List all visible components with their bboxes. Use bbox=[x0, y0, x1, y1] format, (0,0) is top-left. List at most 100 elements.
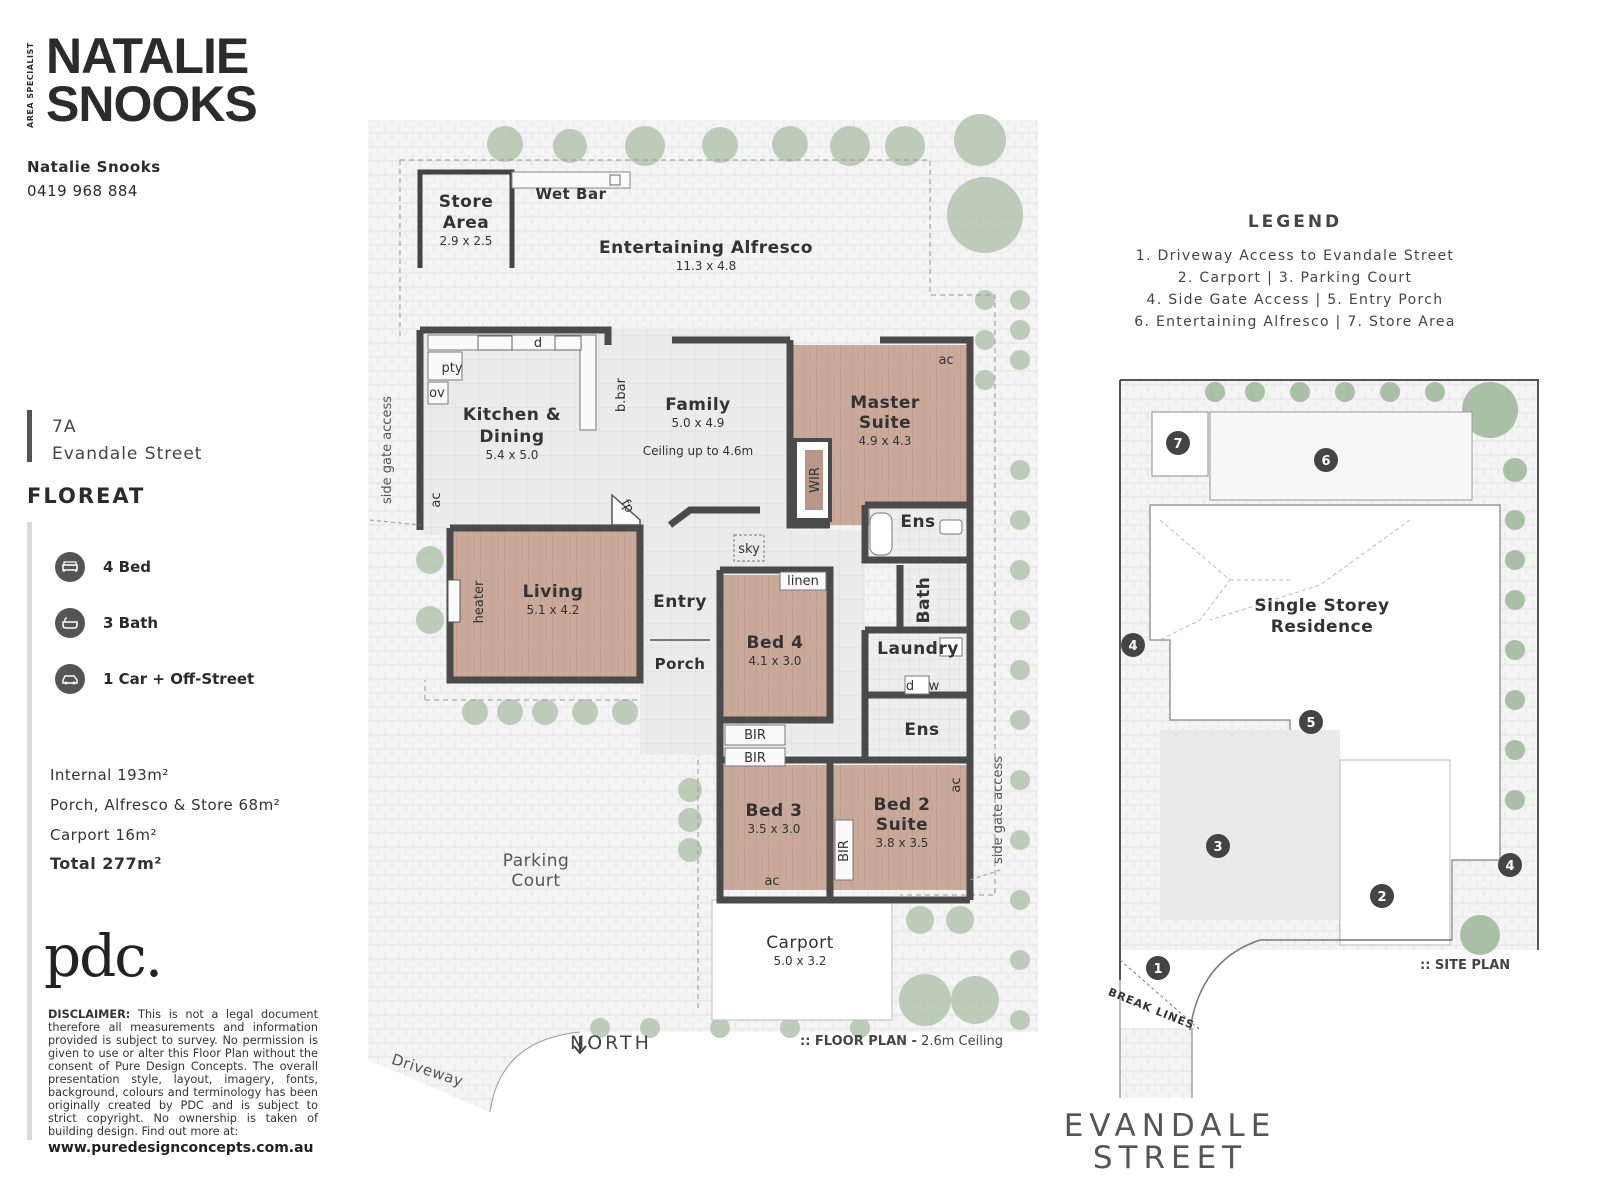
label-bbar: b.bar bbox=[614, 377, 629, 412]
site-street-strip bbox=[1120, 1028, 1192, 1098]
svg-text:5: 5 bbox=[1306, 716, 1315, 731]
bed3-floor bbox=[720, 765, 830, 890]
website-link[interactable]: www.puredesignconcepts.com.au bbox=[48, 1140, 314, 1156]
bir-bed3 bbox=[724, 747, 786, 767]
disclaimer-heading: DISCLAIMER: bbox=[48, 1008, 131, 1021]
street-name-line-1: EVANDALE bbox=[1063, 1108, 1277, 1144]
svg-text:3: 3 bbox=[1213, 840, 1222, 855]
label-bed2-2: Suite bbox=[876, 815, 928, 835]
label-side-gate-east: side gate access bbox=[991, 756, 1006, 864]
site-marker-4-east: 4 bbox=[1498, 853, 1522, 877]
dim-alfresco: 11.3 x 4.8 bbox=[676, 259, 737, 273]
site-marker-6: 6 bbox=[1314, 448, 1338, 472]
address-suburb: FLOREAT bbox=[27, 484, 146, 508]
site-markers: 1 2 3 4 4 5 6 7 bbox=[1121, 431, 1522, 980]
legend-line-2: 2. Carport | 3. Parking Court bbox=[1177, 270, 1413, 286]
family-ceiling-note: Ceiling up to 4.6m bbox=[643, 444, 753, 458]
label-wet-bar: Wet Bar bbox=[535, 185, 606, 203]
feature-bathrooms: 3 Bath bbox=[55, 608, 158, 638]
dim-carport: 5.0 x 3.2 bbox=[774, 954, 827, 968]
info-divider-bar bbox=[27, 522, 32, 1140]
floor-plan-caption-ceiling: 2.6m Ceiling bbox=[921, 1034, 1003, 1049]
living-floor bbox=[450, 530, 640, 680]
label-ensuite-2: Ens bbox=[904, 720, 939, 740]
label-dryer: d bbox=[906, 679, 914, 694]
label-bir-bed2: BIR bbox=[837, 840, 852, 862]
address-accent-bar bbox=[27, 410, 32, 462]
alfresco-outline bbox=[399, 159, 996, 896]
pdc-logo: pdc. bbox=[44, 922, 163, 990]
svg-text:7: 7 bbox=[1173, 437, 1182, 452]
bed-icon bbox=[55, 552, 85, 582]
walls bbox=[416, 326, 974, 904]
agent-name: Natalie Snooks bbox=[27, 158, 161, 176]
feature-bedrooms-label: 4 Bed bbox=[103, 558, 152, 576]
north-arrow-icon bbox=[573, 1036, 587, 1055]
legend-line-1: 1. Driveway Access to Evandale Street bbox=[1135, 248, 1455, 264]
label-washer: w bbox=[929, 679, 940, 694]
svg-text:1: 1 bbox=[1153, 962, 1162, 977]
linen-cupboard bbox=[779, 571, 827, 591]
feature-parking: 1 Car + Off-Street bbox=[55, 664, 254, 694]
dim-living: 5.1 x 4.2 bbox=[527, 603, 580, 617]
label-ac-dining: ac bbox=[429, 492, 444, 507]
store-walls bbox=[417, 169, 515, 268]
street-name-line-2: STREET bbox=[1092, 1140, 1248, 1176]
floor-plan-caption-bold: :: FLOOR PLAN - bbox=[800, 1034, 917, 1049]
disclaimer: DISCLAIMER: This is not a legal document… bbox=[48, 1008, 318, 1138]
site-marker-3: 3 bbox=[1206, 834, 1230, 858]
label-parking-2: Court bbox=[511, 871, 560, 891]
label-wir: WIR bbox=[808, 467, 823, 493]
svg-text:6: 6 bbox=[1321, 454, 1330, 469]
sink bbox=[554, 335, 582, 351]
label-store-2: Area bbox=[443, 213, 490, 233]
legend-title: LEGEND bbox=[1247, 212, 1343, 232]
label-bir-bed3: BIR bbox=[744, 751, 766, 766]
label-site-residence: Single Storey bbox=[1254, 596, 1389, 616]
svg-text:4: 4 bbox=[1128, 639, 1137, 654]
area-outdoor: Porch, Alfresco & Store 68m² bbox=[50, 796, 281, 814]
kitchen-bench bbox=[427, 334, 597, 431]
label-family: Family bbox=[665, 395, 731, 415]
label-ac-master: ac bbox=[938, 353, 953, 368]
label-pantry: pty bbox=[441, 361, 462, 376]
site-marker-4-west: 4 bbox=[1121, 633, 1145, 657]
feature-bedrooms: 4 Bed bbox=[55, 552, 151, 582]
skylight bbox=[733, 534, 765, 562]
label-bath: Bath bbox=[914, 577, 934, 624]
label-carport: Carport bbox=[766, 933, 834, 953]
entry-floor bbox=[640, 530, 720, 645]
car-icon bbox=[55, 664, 85, 694]
agent-phone[interactable]: 0419 968 884 bbox=[27, 182, 138, 200]
label-sky: sky bbox=[738, 542, 760, 557]
wet-bar-bench bbox=[511, 171, 631, 189]
floor-plan-caption: :: FLOOR PLAN - 2.6m Ceiling bbox=[800, 1034, 1003, 1049]
legend-line-4: 6. Entertaining Alfresco | 7. Store Area bbox=[1134, 314, 1456, 330]
dim-bed3: 3.5 x 3.0 bbox=[748, 822, 801, 836]
label-ac-bed2: ac bbox=[949, 777, 964, 792]
dim-store: 2.9 x 2.5 bbox=[440, 234, 493, 248]
label-bed3: Bed 3 bbox=[746, 801, 803, 821]
site-marker-5: 5 bbox=[1299, 710, 1323, 734]
cooktop bbox=[477, 335, 513, 351]
bathtub bbox=[869, 512, 893, 556]
bath-icon bbox=[55, 608, 85, 638]
oven bbox=[427, 381, 449, 405]
dim-master: 4.9 x 4.3 bbox=[859, 434, 912, 448]
bath-floor bbox=[900, 565, 970, 630]
label-heater: heater bbox=[472, 580, 487, 623]
washer bbox=[904, 675, 930, 695]
area-internal: Internal 193m² bbox=[50, 766, 169, 784]
site-marker-7: 7 bbox=[1166, 431, 1190, 455]
label-alfresco: Entertaining Alfresco bbox=[599, 238, 813, 258]
driveway-paving bbox=[368, 1032, 580, 1112]
ensuite2-floor bbox=[870, 700, 970, 760]
label-ensuite: Ens bbox=[900, 512, 935, 532]
area-total: Total 277m² bbox=[50, 854, 162, 873]
greenery bbox=[416, 114, 1030, 1038]
label-bir-bed4: BIR bbox=[744, 728, 766, 743]
address-block: 7A Evandale Street bbox=[52, 414, 202, 468]
area-carport: Carport 16m² bbox=[50, 826, 158, 844]
label-oven: ov bbox=[429, 386, 445, 401]
label-porch: Porch bbox=[655, 655, 706, 673]
